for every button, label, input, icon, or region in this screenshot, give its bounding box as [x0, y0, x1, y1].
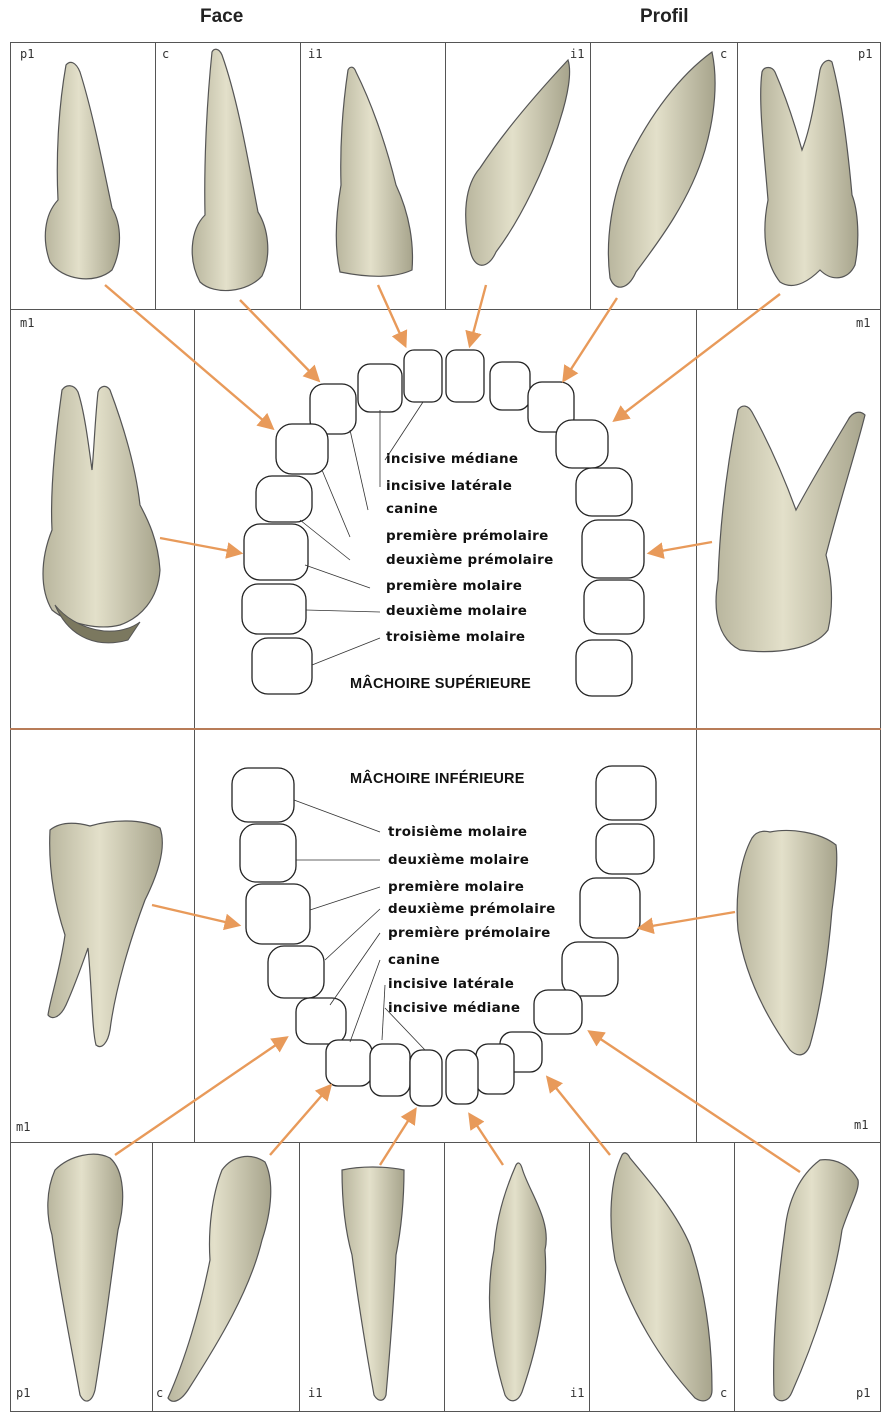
lower-arch [231, 765, 657, 1107]
tooth-lower-i1-face [341, 1166, 405, 1401]
label-upper-p1-profile: p1 [858, 47, 873, 61]
upper-tooth-label: incisive médiane [386, 451, 519, 467]
label-upper-c-face: c [162, 47, 170, 61]
label-lower-c-face: c [156, 1386, 164, 1400]
label-upper-i1-profile: i1 [570, 47, 585, 61]
upper-tooth-label: incisive latérale [386, 478, 513, 494]
tooth-upper-i1-profile [465, 58, 571, 266]
lower-tooth-label: incisive médiane [388, 1000, 521, 1016]
lower-tooth-label: canine [388, 952, 440, 968]
tooth-upper-p1-face [44, 61, 121, 280]
label-lower-m1-profile: m1 [854, 1118, 869, 1132]
upper-tooth-label: deuxième prémolaire [386, 552, 554, 568]
upper-tooth-label: troisième molaire [386, 629, 526, 645]
tooth-lower-c-face [167, 1155, 272, 1402]
upper-tooth-label: canine [386, 501, 438, 517]
lower-jaw-title: MÂCHOIRE INFÉRIEURE [350, 771, 525, 787]
label-upper-m1-face: m1 [20, 316, 35, 330]
tooth-upper-c-profile [607, 50, 716, 288]
lower-tooth-label: deuxième molaire [388, 852, 530, 868]
tooth-lower-p1-face [47, 1153, 124, 1402]
lower-tooth-label: deuxième prémolaire [388, 901, 556, 917]
header-face: Face [200, 6, 244, 27]
label-upper-m1-profile: m1 [856, 316, 871, 330]
tooth-lower-m1-face [47, 820, 163, 1048]
lower-tooth-label: première prémolaire [388, 925, 551, 941]
lower-tooth-label: première molaire [388, 879, 525, 895]
label-upper-i1-face: i1 [308, 47, 323, 61]
tooth-lower-p1-profile [773, 1159, 859, 1402]
label-lower-i1-face: i1 [308, 1386, 323, 1400]
upper-tooth-label: deuxième molaire [386, 603, 528, 619]
upper-jaw-title: MÂCHOIRE SUPÉRIEURE [350, 676, 532, 692]
upper-tooth-label: première prémolaire [386, 528, 549, 544]
tooth-upper-i1-face [335, 66, 414, 277]
label-lower-c-profile: c [720, 1386, 728, 1400]
label-upper-c-profile: c [720, 47, 728, 61]
lower-tooth-label: troisième molaire [388, 824, 528, 840]
arrows-upper [104, 284, 781, 559]
tooth-lower-c-profile [610, 1152, 713, 1402]
label-lower-p1-profile: p1 [856, 1386, 871, 1400]
arrows-lower [114, 903, 801, 1173]
label-lower-m1-face: m1 [16, 1120, 31, 1134]
upper-arch [241, 349, 645, 697]
upper-tooth-label: première molaire [386, 578, 523, 594]
label-lower-i1-profile: i1 [570, 1386, 585, 1400]
tooth-upper-m1-profile [715, 405, 866, 653]
tooth-lower-i1-profile [488, 1162, 547, 1402]
tooth-upper-c-face [191, 48, 269, 292]
label-lower-p1-face: p1 [16, 1386, 31, 1400]
label-upper-p1-face: p1 [20, 47, 35, 61]
tooth-upper-p1-profile [760, 59, 859, 287]
header-profil: Profil [640, 6, 689, 27]
lower-tooth-label: incisive latérale [388, 976, 515, 992]
tooth-upper-m1-face [42, 385, 161, 644]
tooth-lower-m1-profile [736, 829, 838, 1056]
